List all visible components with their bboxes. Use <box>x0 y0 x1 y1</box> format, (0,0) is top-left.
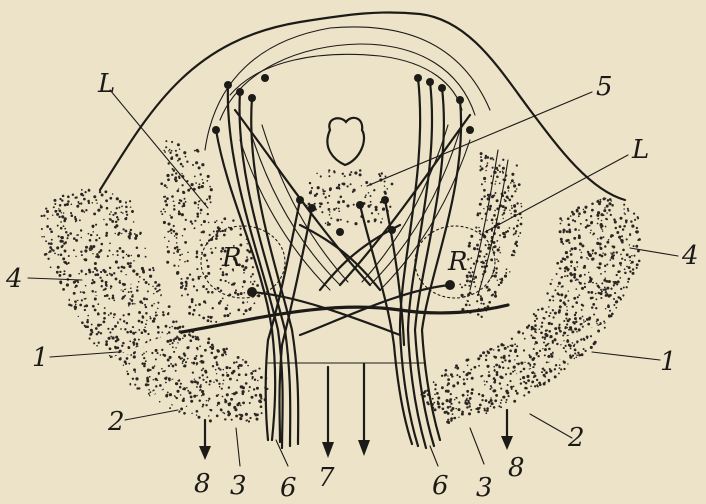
label-R-left: R <box>221 243 242 273</box>
label-1-right: 1 <box>660 347 677 377</box>
stipple-layer <box>41 140 641 424</box>
label-2-right: 2 <box>567 423 585 453</box>
center-dotted-region <box>306 169 394 226</box>
central-lumen <box>327 118 364 165</box>
label-4-right: 4 <box>681 241 699 271</box>
left-arm-region <box>41 189 269 423</box>
dome-inner-line-2 <box>220 44 475 120</box>
dome-inner-line-1 <box>205 27 490 150</box>
label-L-right: L <box>631 135 649 165</box>
label-3-right: 3 <box>476 473 493 503</box>
label-8-right: 8 <box>508 453 525 483</box>
dome-outline <box>100 12 625 200</box>
arrow-heads <box>199 436 513 460</box>
leader-lines <box>28 90 678 466</box>
horizontal-curve <box>182 305 508 332</box>
right-arm-region <box>420 197 641 424</box>
arrows <box>205 364 507 450</box>
segment-boundary <box>70 285 135 300</box>
label-1-left: 1 <box>32 343 49 373</box>
label-5: 5 <box>596 72 613 102</box>
label-6-right: 6 <box>432 471 449 501</box>
label-6-left: 6 <box>280 473 297 503</box>
label-7: 7 <box>318 463 335 493</box>
label-3-left: 3 <box>230 471 247 501</box>
funnel-hatching <box>240 125 508 295</box>
label-R-right: R <box>447 247 468 277</box>
label-8-left: 8 <box>194 469 211 499</box>
right-inner-region <box>459 152 522 318</box>
label-L-left: L <box>97 69 115 99</box>
label-2-left: 2 <box>107 407 125 437</box>
label-4-left: 4 <box>5 264 23 294</box>
